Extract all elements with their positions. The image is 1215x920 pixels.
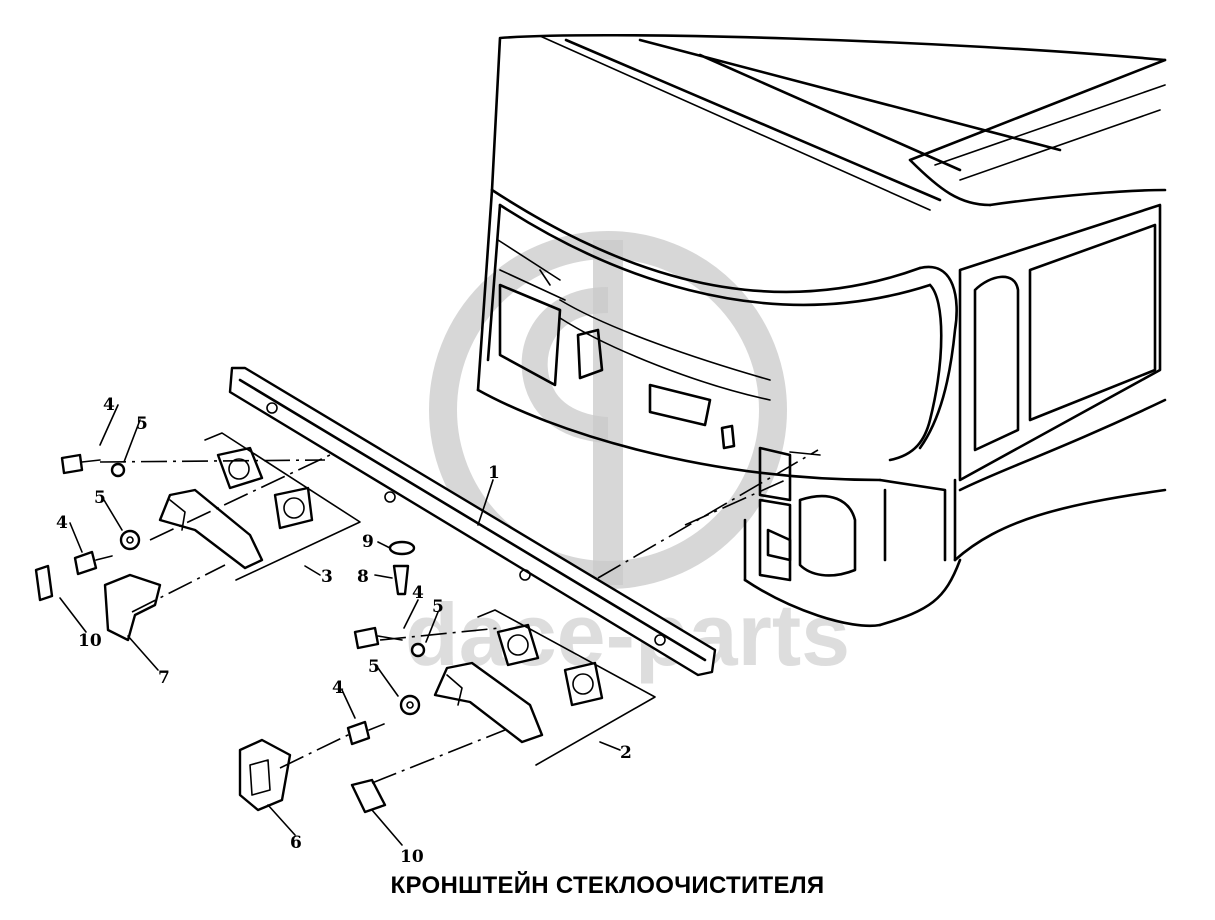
- wiper-bracket-bar: [228, 366, 717, 677]
- callout-10: 10: [78, 631, 102, 651]
- diagram-title: КРОНШТЕЙН СТЕКЛООЧИСТИТЕЛЯ: [390, 872, 825, 899]
- bracket-assembly-left: [34, 432, 361, 642]
- callout-5: 5: [368, 657, 380, 677]
- callout-2: 2: [620, 743, 632, 763]
- callout-7: 7: [158, 668, 170, 688]
- callout-8: 8: [357, 567, 369, 587]
- callout-5: 5: [136, 414, 148, 434]
- callout-3: 3: [321, 567, 333, 587]
- callout-5: 5: [432, 597, 444, 617]
- callout-labels: 1 2 3 4 4 4 4 5 5 5 5 6 7 8 9 10 10: [56, 395, 632, 867]
- callout-9: 9: [362, 532, 374, 552]
- callout-6: 6: [290, 833, 302, 853]
- callout-10: 10: [400, 847, 424, 867]
- centre-lines: [99, 449, 819, 784]
- callout-4: 4: [56, 513, 68, 533]
- callout-5: 5: [94, 488, 106, 508]
- callout-1: 1: [488, 463, 500, 483]
- callout-4: 4: [332, 678, 344, 698]
- truck-cab: [476, 33, 1167, 628]
- callout-4: 4: [103, 395, 115, 415]
- bracket-assembly-right: [238, 540, 656, 814]
- leader-lines: [59, 404, 621, 846]
- callout-4: 4: [412, 583, 424, 603]
